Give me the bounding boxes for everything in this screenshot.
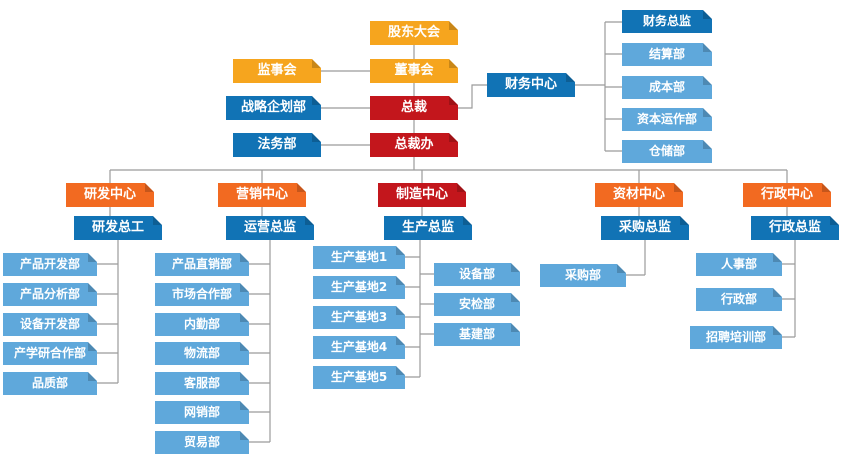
node-production-base-3: 生产基地3	[313, 306, 405, 329]
node-legal-dept: 法务部	[233, 133, 321, 157]
node-safety-inspection-dept: 安检部	[434, 293, 520, 316]
node-industry-academia-cooperation-dept: 产学研合作部	[3, 342, 97, 365]
node-trade-dept: 贸易部	[155, 431, 249, 454]
node-rnd-center: 研发中心	[66, 183, 154, 207]
node-product-analysis-dept: 产品分析部	[3, 283, 97, 306]
node-manufacturing-center: 制造中心	[378, 183, 466, 207]
node-supervisory-board: 监事会	[233, 59, 321, 83]
node-production-director: 生产总监	[384, 216, 472, 240]
node-warehouse-dept: 仓储部	[622, 140, 712, 163]
node-market-cooperation-dept: 市场合作部	[155, 283, 249, 306]
node-operations-director: 运营总监	[226, 216, 314, 240]
node-finance-center: 财务中心	[487, 73, 575, 97]
node-admin-center: 行政中心	[743, 183, 831, 207]
node-admin-dept: 行政部	[696, 288, 782, 311]
node-admin-director: 行政总监	[751, 216, 839, 240]
node-shareholders-meeting: 股东大会	[370, 21, 458, 45]
node-production-base-2: 生产基地2	[313, 276, 405, 299]
node-direct-sales-dept: 产品直销部	[155, 253, 249, 276]
node-settlement-dept: 结算部	[622, 43, 712, 66]
node-strategic-planning-dept: 战略企划部	[226, 96, 321, 120]
node-product-development-dept: 产品开发部	[3, 253, 97, 276]
node-production-base-5: 生产基地5	[313, 366, 405, 389]
node-quality-dept: 品质部	[3, 372, 97, 395]
node-online-sales-dept: 网销部	[155, 401, 249, 424]
node-logistics-dept: 物流部	[155, 342, 249, 365]
node-procurement-dept: 采购部	[540, 264, 626, 287]
node-recruitment-training-dept: 招聘培训部	[690, 326, 782, 349]
node-production-base-4: 生产基地4	[313, 336, 405, 359]
node-rnd-chief-engineer: 研发总工	[74, 216, 162, 240]
node-board-of-directors: 董事会	[370, 59, 458, 83]
node-hr-dept: 人事部	[696, 253, 782, 276]
node-infrastructure-dept: 基建部	[434, 323, 520, 346]
node-materials-center: 资材中心	[595, 183, 683, 207]
node-customer-service-dept: 客服部	[155, 372, 249, 395]
node-cost-dept: 成本部	[622, 76, 712, 99]
node-procurement-director: 采购总监	[601, 216, 689, 240]
node-president-office: 总裁办	[370, 133, 458, 157]
node-production-base-1: 生产基地1	[313, 246, 405, 269]
node-president: 总裁	[370, 96, 458, 120]
node-equipment-development-dept: 设备开发部	[3, 313, 97, 336]
node-capital-operations-dept: 资本运作部	[622, 108, 712, 131]
node-equipment-dept: 设备部	[434, 263, 520, 286]
node-internal-affairs-dept: 内勤部	[155, 313, 249, 336]
node-marketing-center: 营销中心	[218, 183, 306, 207]
node-finance-director: 财务总监	[622, 10, 712, 33]
